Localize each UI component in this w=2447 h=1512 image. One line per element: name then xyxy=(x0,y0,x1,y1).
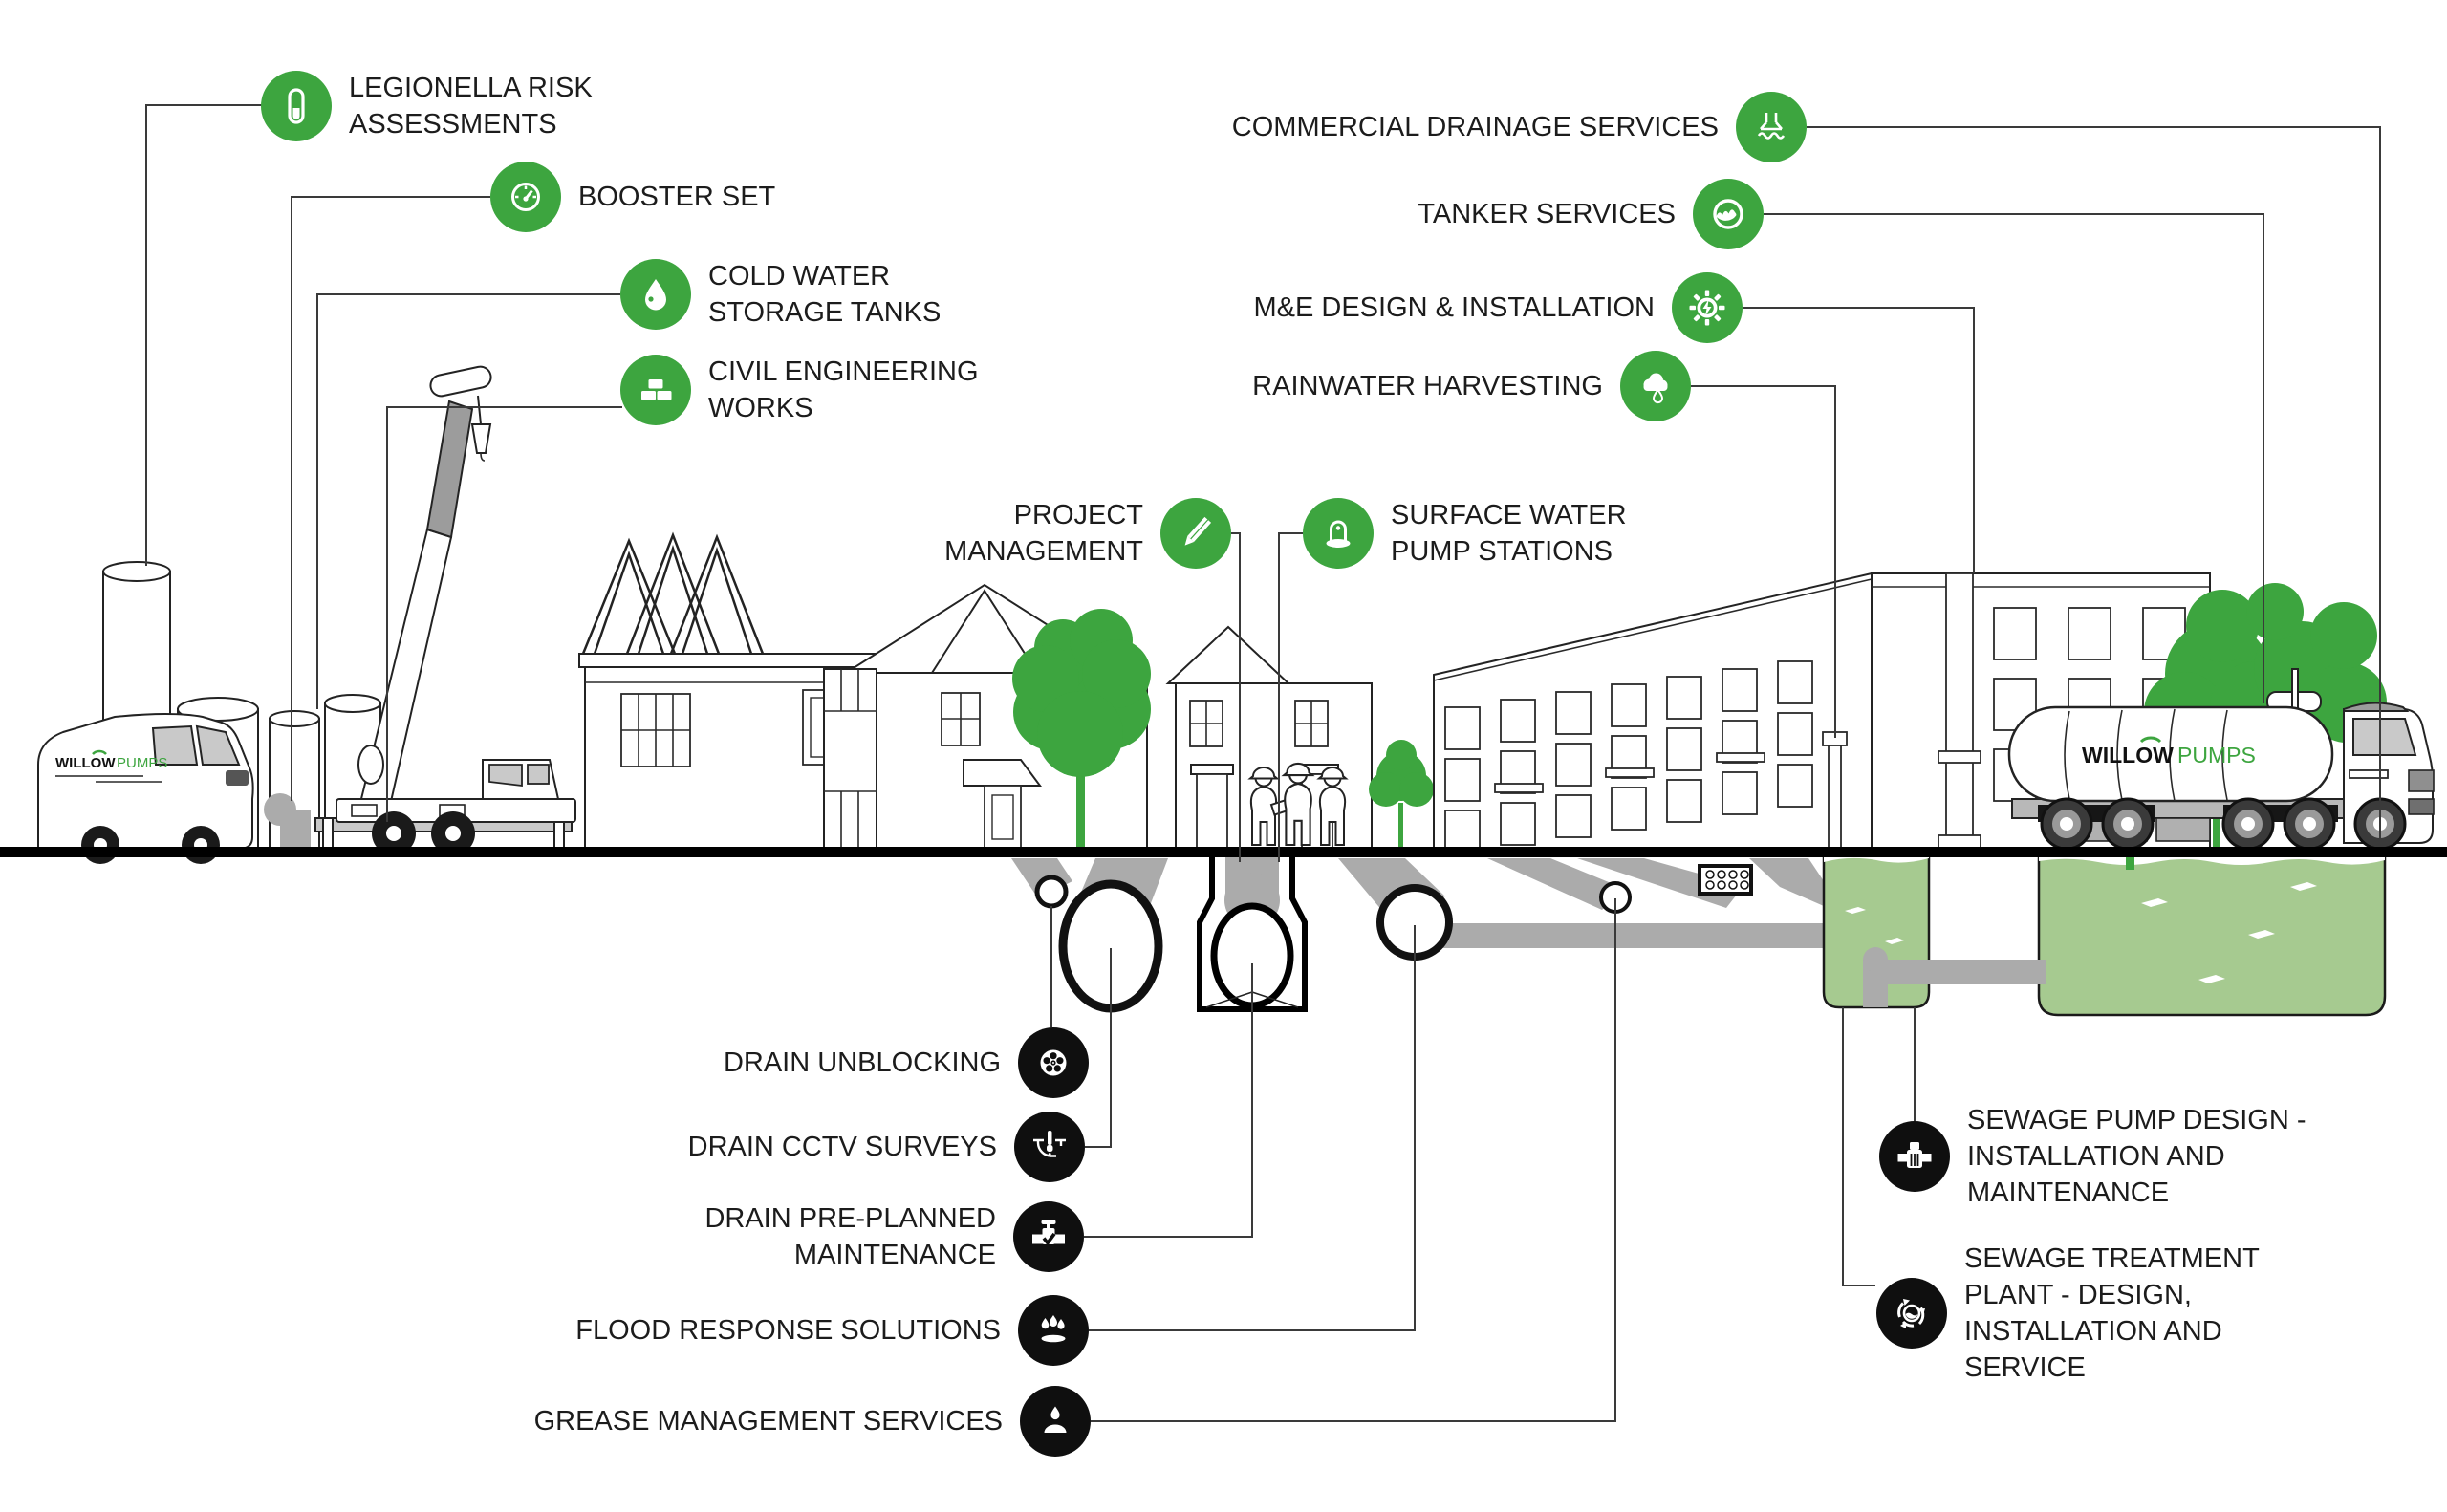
valve-check-icon xyxy=(1013,1201,1084,1272)
pump-icon xyxy=(1303,498,1374,569)
gully-grate xyxy=(1698,864,1753,896)
flood-drops-icon xyxy=(1018,1295,1089,1366)
service-civil-engineering-works: CIVIL ENGINEERING WORKS xyxy=(620,354,979,426)
tanker-wheels xyxy=(2040,797,2407,851)
drain-outfall-icon xyxy=(1736,92,1807,162)
connector-surface-water xyxy=(1278,532,1303,862)
treatment-cycle-icon xyxy=(1876,1278,1947,1349)
drain-manholes xyxy=(1034,855,1753,1013)
service-label: LEGIONELLA RISK ASSESSMENTS xyxy=(349,73,593,140)
service-label: GREASE MANAGEMENT SERVICES xyxy=(533,1406,1003,1436)
connector-drain-cctv xyxy=(1085,948,1112,1148)
connector-rainwater xyxy=(1691,385,1836,738)
connector-booster xyxy=(291,196,490,801)
pressure-gauge-icon xyxy=(490,162,561,232)
service-label: DRAIN CCTV SURVEYS xyxy=(687,1132,997,1162)
service-label: COLD WATER STORAGE TANKS xyxy=(708,261,942,328)
connector-grease xyxy=(1091,898,1616,1422)
service-label: TANKER SERVICES xyxy=(1418,199,1676,229)
bricks-icon xyxy=(620,355,691,425)
roof-trusses xyxy=(581,531,765,655)
connector-flood xyxy=(1089,925,1416,1331)
jetting-reel-icon xyxy=(1018,1027,1089,1098)
connector-commercial-drainage xyxy=(1807,126,2381,847)
service-commercial-drainage-services: COMMERCIAL DRAINAGE SERVICES xyxy=(1232,92,1807,162)
service-cold-water-storage-tanks: COLD WATER STORAGE TANKS xyxy=(620,258,941,331)
service-label: RAINWATER HARVESTING xyxy=(1252,371,1603,401)
service-surface-water-pump-stations: SURFACE WATER PUMP STATIONS xyxy=(1303,497,1627,570)
grease-drop-icon xyxy=(1020,1386,1091,1457)
service-label: SEWAGE TREATMENT PLANT - DESIGN, INSTALL… xyxy=(1964,1243,2260,1383)
test-tube-icon xyxy=(261,71,332,141)
service-drain-unblocking: DRAIN UNBLOCKING xyxy=(724,1027,1089,1098)
van-logo-pumps: PUMPS xyxy=(117,755,167,771)
service-booster-set: BOOSTER SET xyxy=(490,162,775,232)
tanker-logo: WILLOW PUMPS xyxy=(2082,736,2256,767)
service-grease-management-services: GREASE MANAGEMENT SERVICES xyxy=(534,1386,1091,1457)
service-label: DRAIN PRE-PLANNED MAINTENANCE xyxy=(704,1203,996,1270)
gear-bolt-icon xyxy=(1672,272,1743,343)
service-rainwater-harvesting: RAINWATER HARVESTING xyxy=(1252,351,1691,421)
cctv-probe-icon xyxy=(1014,1112,1085,1182)
connector-me-design xyxy=(1743,307,1975,573)
willow-pumps-van: WILLOW PUMPS xyxy=(37,713,254,864)
service-drain-pre-planned-maintenance: DRAIN PRE-PLANNED MAINTENANCE xyxy=(704,1200,1084,1273)
treatment-tank xyxy=(2037,851,2387,1017)
service-project-management: PROJECT MANAGEMENT xyxy=(944,497,1231,570)
main-sewer-pipe xyxy=(1432,923,1824,948)
service-drain-cctv-surveys: DRAIN CCTV SURVEYS xyxy=(688,1112,1085,1182)
service-label: SURFACE WATER PUMP STATIONS xyxy=(1391,500,1627,567)
pencil-icon xyxy=(1160,498,1231,569)
connector-legionella xyxy=(145,104,262,566)
sewage-treatment-tanks xyxy=(1822,851,2387,1017)
service-label: PROJECT MANAGEMENT xyxy=(944,500,1143,567)
service-label: CIVIL ENGINEERING WORKS xyxy=(708,356,979,423)
service-tanker-services: TANKER SERVICES xyxy=(1418,179,1764,249)
service-label: M&E DESIGN & INSTALLATION xyxy=(1253,292,1655,323)
rain-cloud-icon xyxy=(1620,351,1691,421)
tree-large xyxy=(1012,609,1151,849)
willow-pumps-tanker: WILLOW PUMPS xyxy=(2007,668,2435,870)
service-label: FLOOD RESPONSE SOLUTIONS xyxy=(575,1315,1001,1346)
water-droplet-icon xyxy=(620,259,691,330)
connectors xyxy=(145,104,2381,1422)
service-label: DRAIN UNBLOCKING xyxy=(723,1048,1001,1078)
connector-drain-ppm xyxy=(1084,963,1253,1238)
rainwater-downpipe xyxy=(1822,731,1848,850)
van-logo: WILLOW PUMPS xyxy=(55,749,167,777)
tanker-logo-pumps: PUMPS xyxy=(2177,743,2256,767)
tanker-drum-icon xyxy=(1693,179,1764,249)
service-flood-response-solutions: FLOOD RESPONSE SOLUTIONS xyxy=(575,1295,1089,1366)
service-me-design-installation: M&E DESIGN & INSTALLATION xyxy=(1253,272,1743,343)
connector-civil xyxy=(386,406,622,822)
building-pilaster xyxy=(1945,572,1974,850)
connector-sewage-treatment xyxy=(1842,1007,1875,1286)
manhole-small-left xyxy=(1034,875,1069,909)
service-label: BOOSTER SET xyxy=(578,182,776,212)
van-logo-willow: WILLOW xyxy=(55,755,116,771)
service-sewage-treatment-plant: SEWAGE TREATMENT PLANT - DESIGN, INSTALL… xyxy=(1876,1241,2260,1386)
tree-small xyxy=(1369,740,1434,847)
mobile-crane xyxy=(314,365,576,855)
water-highlights xyxy=(1845,882,2317,983)
tank-internal-pipes xyxy=(1863,947,2046,1007)
service-label: COMMERCIAL DRAINAGE SERVICES xyxy=(1231,112,1719,142)
connector-cold-water xyxy=(316,293,620,709)
ground-pipe-elbow xyxy=(264,793,311,849)
service-legionella-risk-assessments: LEGIONELLA RISK ASSESSMENTS xyxy=(261,70,593,142)
service-label: SEWAGE PUMP DESIGN - INSTALLATION AND MA… xyxy=(1967,1105,2306,1208)
connector-tanker xyxy=(1764,213,2264,703)
service-sewage-pump-design: SEWAGE PUMP DESIGN - INSTALLATION AND MA… xyxy=(1879,1102,2306,1211)
tanker-logo-willow: WILLOW xyxy=(2082,743,2174,767)
connector-project xyxy=(1231,532,1241,862)
ground-line xyxy=(0,847,2447,857)
sewage-pump-icon xyxy=(1879,1121,1950,1192)
